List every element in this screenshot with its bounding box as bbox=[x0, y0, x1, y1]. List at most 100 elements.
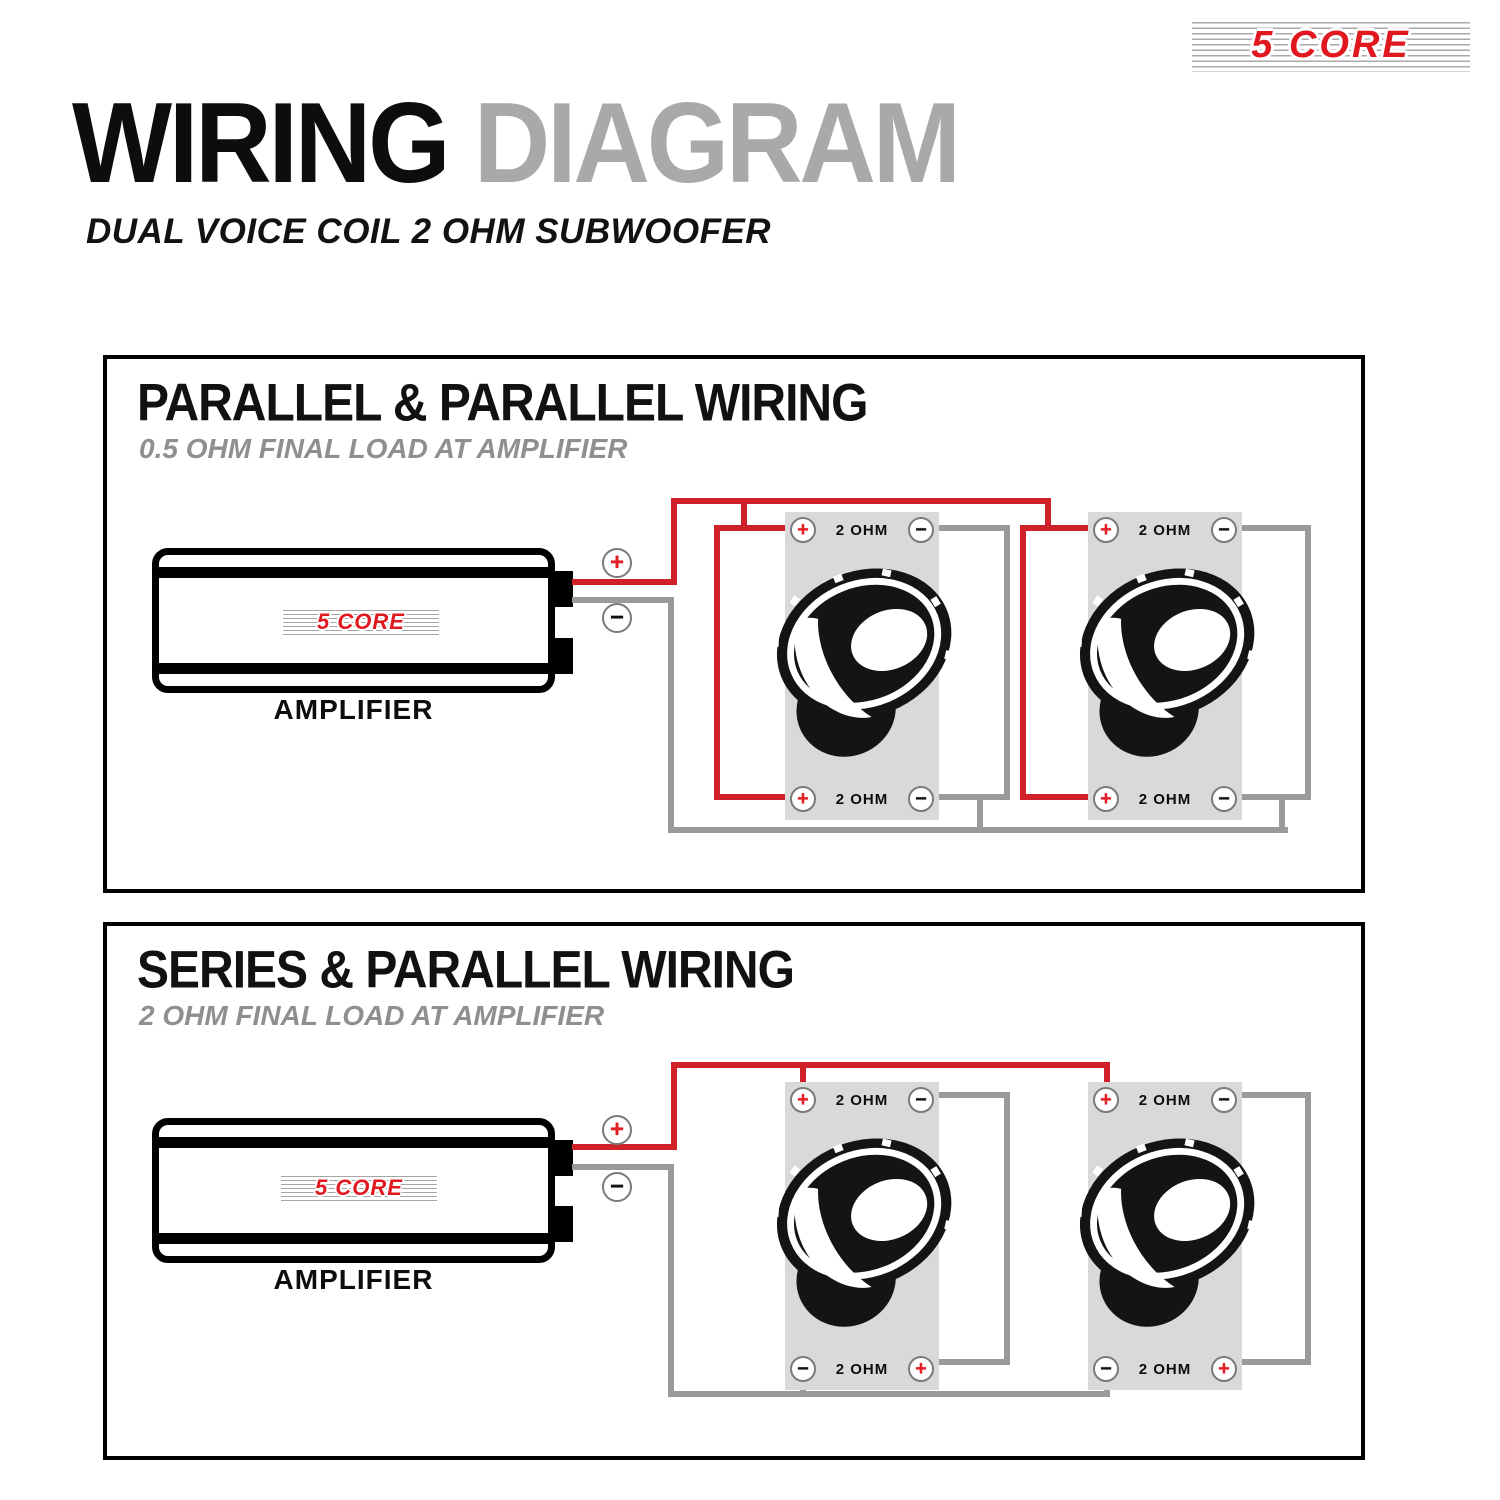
negative-wire bbox=[1305, 525, 1311, 800]
negative-wire bbox=[936, 794, 1010, 800]
minus-icon: − bbox=[1218, 1089, 1230, 1111]
section-subtitle: 2 OHM FINAL LOAD AT AMPLIFIER bbox=[139, 1000, 605, 1031]
positive-terminal: + bbox=[790, 1087, 816, 1113]
amp-positive-terminal: + bbox=[602, 548, 632, 578]
negative-wire bbox=[977, 794, 983, 833]
series-link-wire bbox=[936, 1359, 1010, 1365]
positive-wire bbox=[741, 498, 747, 531]
positive-wire bbox=[800, 1062, 806, 1090]
impedance-label: 2 OHM bbox=[835, 1360, 889, 1378]
positive-terminal: + bbox=[1093, 786, 1119, 812]
impedance-label: 2 OHM bbox=[1138, 1091, 1192, 1109]
negative-wire bbox=[936, 525, 1010, 531]
negative-wire bbox=[1279, 794, 1285, 833]
amplifier-label: AMPLIFIER bbox=[273, 694, 434, 725]
negative-wire bbox=[572, 597, 672, 603]
series-link-wire bbox=[1240, 1359, 1311, 1365]
positive-wire bbox=[714, 525, 790, 531]
positive-wire bbox=[714, 794, 790, 800]
plus-icon: + bbox=[609, 549, 624, 576]
plus-icon: + bbox=[1100, 1089, 1112, 1111]
negative-terminal: − bbox=[907, 786, 934, 812]
series-link-wire bbox=[1240, 1092, 1311, 1098]
plus-icon: + bbox=[797, 1089, 809, 1111]
terminal-row: − 2 OHM + bbox=[790, 1356, 934, 1382]
terminal-row: + 2 OHM − bbox=[1093, 786, 1237, 812]
positive-terminal: + bbox=[790, 517, 816, 543]
subwoofer-panel: + 2 OHM − − 2 OHM + bbox=[1088, 1082, 1242, 1390]
amp-negative-terminal: − bbox=[602, 1172, 632, 1202]
terminal-row: + 2 OHM − bbox=[1093, 517, 1237, 543]
negative-terminal: − bbox=[790, 1356, 816, 1382]
amplifier-label: AMPLIFIER bbox=[273, 1264, 434, 1295]
negative-terminal: − bbox=[1210, 517, 1237, 543]
subwoofer-panel: + 2 OHM − + 2 OHM − bbox=[785, 512, 939, 820]
impedance-label: 2 OHM bbox=[1138, 790, 1192, 808]
page-title-primary: WIRING bbox=[72, 79, 451, 207]
impedance-label: 2 OHM bbox=[1138, 521, 1192, 539]
minus-icon: − bbox=[915, 519, 927, 541]
positive-terminal: + bbox=[1093, 517, 1119, 543]
impedance-label: 2 OHM bbox=[1138, 1360, 1192, 1378]
amplifier-output-tab bbox=[553, 1140, 573, 1176]
negative-terminal: − bbox=[907, 517, 934, 543]
amplifier-output-tab bbox=[553, 1206, 573, 1242]
negative-wire bbox=[1240, 794, 1311, 800]
impedance-label: 2 OHM bbox=[835, 521, 889, 539]
positive-wire bbox=[671, 1062, 1110, 1068]
positive-wire bbox=[671, 498, 677, 585]
plus-icon: + bbox=[1218, 1358, 1230, 1380]
positive-wire bbox=[1045, 498, 1051, 531]
positive-wire bbox=[1020, 525, 1026, 800]
subwoofer-icon bbox=[754, 546, 970, 772]
positive-wire bbox=[1020, 794, 1092, 800]
page-title: WIRING DIAGRAM bbox=[72, 86, 961, 200]
negative-terminal: − bbox=[907, 1087, 934, 1113]
minus-icon: − bbox=[915, 788, 927, 810]
amplifier-logo: 5 CORE bbox=[281, 1173, 437, 1203]
amplifier-logo: 5 CORE bbox=[283, 607, 439, 637]
series-link-wire bbox=[1004, 1092, 1010, 1365]
subwoofer-panel: + 2 OHM − + 2 OHM − bbox=[1088, 512, 1242, 820]
amp-negative-terminal: − bbox=[602, 603, 632, 633]
positive-wire bbox=[572, 579, 677, 585]
plus-icon: + bbox=[797, 788, 809, 810]
series-link-wire bbox=[936, 1092, 1010, 1098]
plus-icon: + bbox=[1100, 519, 1112, 541]
positive-terminal: + bbox=[907, 1356, 934, 1382]
positive-terminal: + bbox=[790, 786, 816, 812]
positive-terminal: + bbox=[1093, 1087, 1119, 1113]
amplifier-logo-text: 5 CORE bbox=[317, 609, 405, 634]
positive-terminal: + bbox=[1210, 1356, 1237, 1382]
plus-icon: + bbox=[609, 1116, 624, 1143]
negative-terminal: − bbox=[1093, 1356, 1119, 1382]
negative-wire bbox=[668, 597, 674, 833]
negative-wire bbox=[1240, 525, 1311, 531]
negative-wire bbox=[668, 1391, 1110, 1397]
minus-icon: − bbox=[1100, 1358, 1112, 1380]
positive-wire bbox=[671, 498, 1051, 504]
negative-wire bbox=[1004, 525, 1010, 800]
impedance-label: 2 OHM bbox=[835, 1091, 889, 1109]
amp-positive-terminal: + bbox=[602, 1115, 632, 1145]
subwoofer-panel: + 2 OHM − − 2 OHM + bbox=[785, 1082, 939, 1390]
positive-wire bbox=[572, 1144, 677, 1150]
brand-logo: 5 CORE bbox=[1192, 18, 1470, 72]
terminal-row: + 2 OHM − bbox=[790, 517, 934, 543]
positive-wire bbox=[1020, 525, 1092, 531]
minus-icon: − bbox=[1218, 519, 1230, 541]
amplifier-output-tab bbox=[553, 571, 573, 607]
negative-terminal: − bbox=[1210, 1087, 1237, 1113]
plus-icon: + bbox=[915, 1358, 927, 1380]
impedance-label: 2 OHM bbox=[835, 790, 889, 808]
subwoofer-icon bbox=[1057, 546, 1273, 772]
positive-wire bbox=[671, 1062, 677, 1150]
section-title: SERIES & PARALLEL WIRING bbox=[137, 941, 795, 1000]
section-subtitle: 0.5 OHM FINAL LOAD AT AMPLIFIER bbox=[139, 433, 628, 464]
subwoofer-icon bbox=[1057, 1116, 1273, 1342]
negative-terminal: − bbox=[1210, 786, 1237, 812]
minus-icon: − bbox=[1218, 788, 1230, 810]
negative-wire bbox=[668, 1164, 674, 1397]
terminal-row: + 2 OHM − bbox=[1093, 1087, 1237, 1113]
minus-icon: − bbox=[915, 1089, 927, 1111]
